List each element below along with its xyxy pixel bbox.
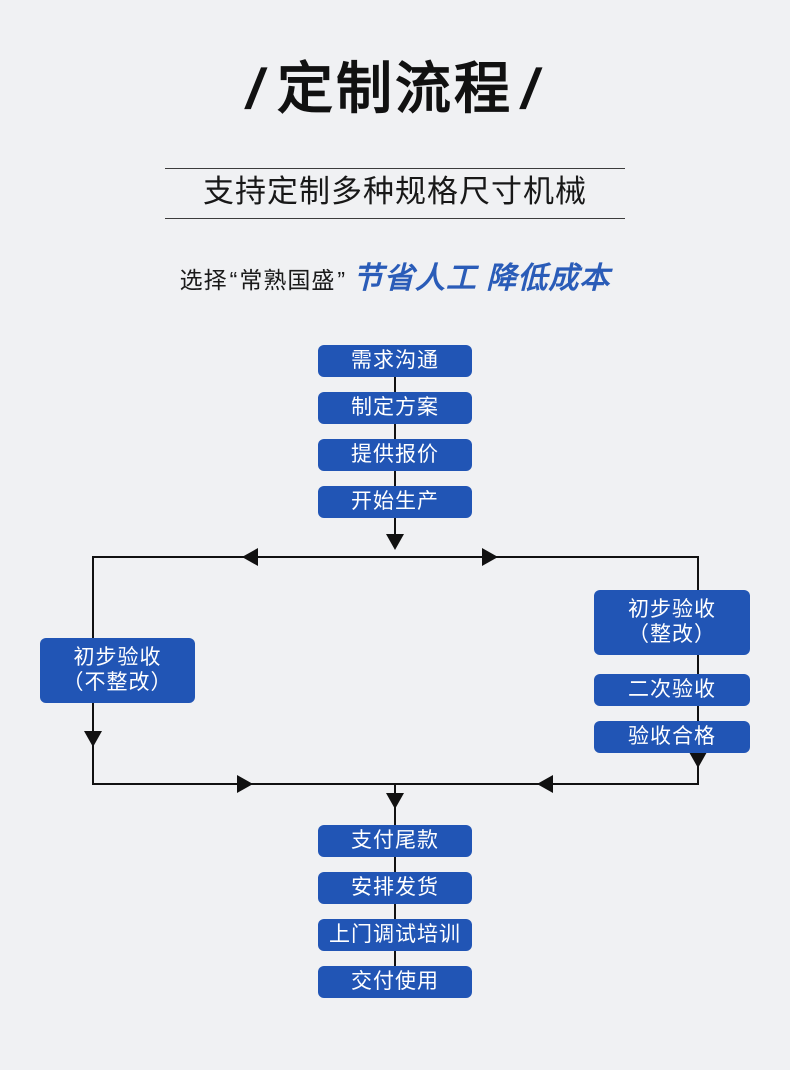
connector-top4-to-bus bbox=[394, 518, 396, 540]
flow-node-top-2[interactable]: 制定方案 bbox=[318, 392, 472, 424]
flow-node-label-line1: 初步验收 bbox=[628, 597, 716, 621]
title-text: 定制流程 bbox=[277, 57, 513, 120]
arrow-right-lower-bus bbox=[237, 775, 253, 793]
connector-top-1-2 bbox=[394, 377, 396, 392]
flow-node-label: 开始生产 bbox=[351, 490, 439, 514]
flow-node-bottom-1[interactable]: 支付尾款 bbox=[318, 825, 472, 857]
flow-node-label: 二次验收 bbox=[628, 678, 716, 702]
flow-node-label: 交付使用 bbox=[351, 970, 439, 994]
flow-node-label: 需求沟通 bbox=[351, 349, 439, 373]
arrow-left-upper-bus bbox=[242, 548, 258, 566]
connector-bottom-1-2 bbox=[394, 857, 396, 872]
tagline: 选择“常熟国盛” 节省人工 降低成本 bbox=[0, 262, 790, 295]
connector-bottom-2-3 bbox=[394, 904, 396, 919]
subtitle: 支持定制多种规格尺寸机械 bbox=[203, 174, 587, 209]
flow-node-left-preliminary-no-rework[interactable]: 初步验收 （不整改） bbox=[40, 638, 195, 703]
flow-node-right-preliminary-rework[interactable]: 初步验收 （整改） bbox=[594, 590, 750, 655]
flow-node-label: 提供报价 bbox=[351, 443, 439, 467]
flow-node-bottom-2[interactable]: 安排发货 bbox=[318, 872, 472, 904]
flow-node-top-1[interactable]: 需求沟通 bbox=[318, 345, 472, 377]
connector-right-1-2 bbox=[697, 655, 699, 674]
flow-node-label-line2: （整改） bbox=[628, 622, 716, 646]
flow-node-label: 上门调试培训 bbox=[329, 923, 461, 947]
subtitle-rule-box: 支持定制多种规格尺寸机械 bbox=[165, 168, 625, 219]
arrow-right-upper-bus bbox=[482, 548, 498, 566]
flow-node-bottom-4[interactable]: 交付使用 bbox=[318, 966, 472, 998]
tagline-quote-open: “ bbox=[229, 267, 238, 293]
flow-node-label: 支付尾款 bbox=[351, 829, 439, 853]
connector-bottom-3-4 bbox=[394, 951, 396, 966]
right-rail-upper bbox=[697, 556, 699, 590]
flow-node-label-line2: （不整改） bbox=[62, 670, 173, 694]
flow-node-label: 验收合格 bbox=[628, 725, 716, 749]
arrow-down-to-upper-bus bbox=[386, 534, 404, 550]
page-title: /定制流程/ bbox=[0, 57, 790, 120]
flow-node-top-4[interactable]: 开始生产 bbox=[318, 486, 472, 518]
tagline-prefix: 选择 bbox=[179, 267, 228, 293]
arrow-down-left-rail bbox=[84, 731, 102, 747]
upper-bus-line bbox=[92, 556, 698, 558]
tagline-accent: 节省人工 降低成本 bbox=[353, 262, 611, 295]
flow-node-label-line1: 初步验收 bbox=[73, 645, 162, 669]
right-rail-lower bbox=[697, 753, 699, 785]
connector-right-2-3 bbox=[697, 706, 699, 721]
flow-node-label: 制定方案 bbox=[351, 396, 439, 420]
arrow-down-right-rail bbox=[689, 752, 707, 768]
tagline-brand: 常熟国盛 bbox=[239, 267, 336, 293]
flow-node-label: 安排发货 bbox=[351, 876, 439, 900]
flow-node-top-3[interactable]: 提供报价 bbox=[318, 439, 472, 471]
flow-node-right-second-inspection[interactable]: 二次验收 bbox=[594, 674, 750, 706]
tagline-quote-close: ” bbox=[337, 267, 345, 293]
arrow-left-lower-bus bbox=[537, 775, 553, 793]
connector-top-3-4 bbox=[394, 471, 396, 486]
left-rail-upper bbox=[92, 556, 94, 638]
flow-node-bottom-3[interactable]: 上门调试培训 bbox=[318, 919, 472, 951]
flow-node-right-inspection-passed[interactable]: 验收合格 bbox=[594, 721, 750, 753]
arrow-down-to-bottom-chain bbox=[386, 793, 404, 809]
connector-top-2-3 bbox=[394, 424, 396, 439]
